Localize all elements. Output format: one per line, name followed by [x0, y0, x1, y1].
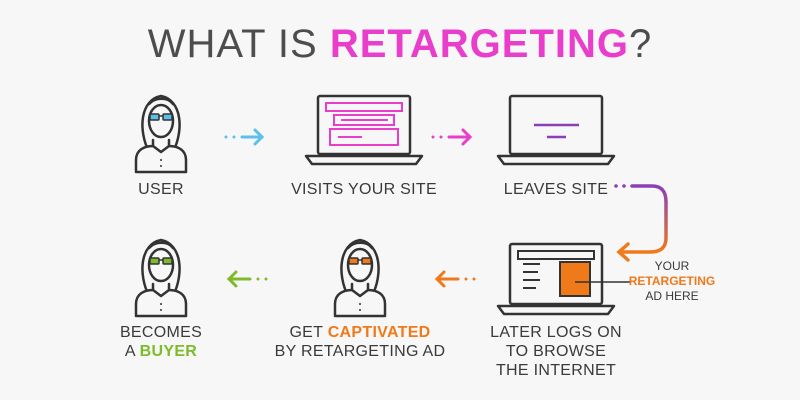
arrow-right-icon: [431, 128, 473, 146]
curved-arrow-icon: [614, 184, 668, 262]
captivated-highlight: CAPTIVATED: [327, 324, 431, 341]
buyer-prefix: A: [124, 343, 140, 360]
logs-line1: LATER LOGS ON: [490, 324, 622, 341]
captivated-prefix: GET: [289, 324, 328, 341]
step-label-leaves: LEAVES SITE: [503, 181, 609, 198]
laptop-site-icon: [304, 94, 424, 166]
laptop-ad-icon: [496, 242, 630, 316]
ad-note-line2: RETARGETING: [628, 274, 716, 288]
step-label-visits: VISITS YOUR SITE: [291, 181, 437, 198]
captivated-line2: BY RETARGETING AD: [274, 343, 446, 360]
ad-note-line1: YOUR: [654, 259, 690, 273]
ad-note: YOUR RETARGETING AD HERE: [622, 259, 722, 304]
logs-line3: THE INTERNET: [495, 362, 617, 379]
title-highlight: RETARGETING: [329, 22, 629, 66]
captivated-line1: GET CAPTIVATED: [270, 323, 450, 342]
buyer-highlight: BUYER: [139, 343, 198, 360]
step-label-user: USER: [138, 181, 184, 198]
captivated-person-icon: [333, 238, 387, 318]
arrow-left-icon: [226, 270, 268, 288]
buyer-person-icon: [134, 238, 188, 318]
arrow-left-icon: [434, 270, 476, 288]
step-label-buyer: BECOMES A BUYER: [96, 323, 226, 361]
step-label-captivated: GET CAPTIVATED BY RETARGETING AD: [270, 323, 450, 361]
title-suffix: ?: [629, 22, 653, 66]
title-prefix: WHAT IS: [147, 22, 330, 66]
ad-note-line3: AD HERE: [645, 289, 699, 303]
user-person-icon: [134, 94, 188, 174]
logs-line2: TO BROWSE: [505, 343, 607, 360]
arrow-right-icon: [224, 128, 265, 146]
buyer-line2: A BUYER: [96, 342, 226, 361]
page-title: WHAT IS RETARGETING?: [0, 22, 800, 67]
buyer-line1: BECOMES: [119, 324, 203, 341]
laptop-leaving-icon: [496, 94, 616, 166]
step-label-logs: LATER LOGS ON TO BROWSE THE INTERNET: [486, 323, 626, 380]
